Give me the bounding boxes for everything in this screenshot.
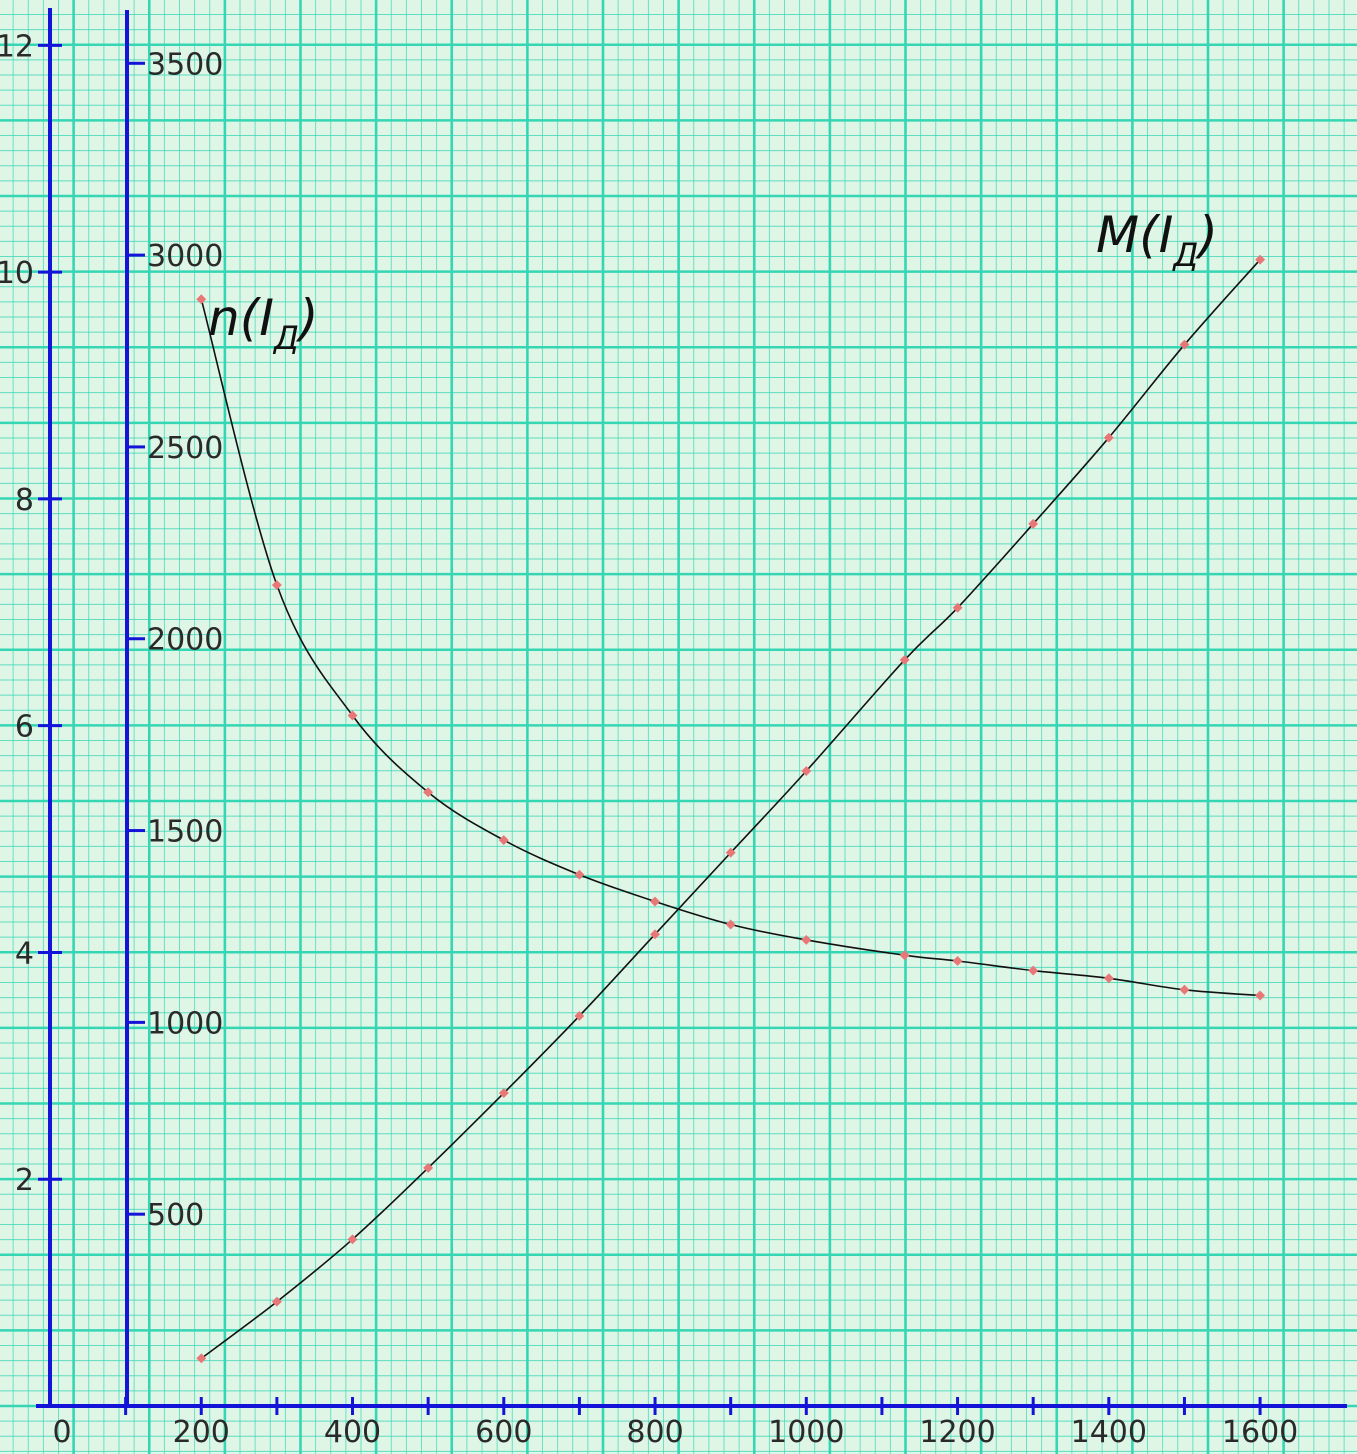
y-right-tick-label: 500 [147,1198,204,1233]
x-tick-label: 1200 [919,1415,995,1450]
series-0-point [271,580,282,590]
y-left-tick-label: 12 [0,29,34,64]
y-left-tick-label: 6 [15,710,34,745]
y-left-tick-label: 10 [0,256,34,291]
x-tick-label: 1400 [1071,1415,1147,1450]
y-right-tick-label: 2500 [147,431,223,466]
y-left-tick-label: 4 [15,936,34,971]
x-tick-label: 200 [173,1415,230,1450]
series-0-point [801,934,812,945]
ticks: 0 200 400 600 800 1000 1200 1400 1600 2 4 6 8 10 12 500… [0,29,1298,1450]
x-tick-label: 800 [626,1415,683,1450]
curve-labels: n(IД) M(IД) [208,206,1218,357]
x-tick-label: 400 [324,1415,381,1450]
series-1-point [347,1234,358,1245]
series-1-point [498,1088,509,1099]
y-right-tick-label: 2000 [147,623,223,658]
y-right-tick-label: 3000 [147,239,223,274]
series-1-point [725,847,736,858]
series-1-point [271,1296,282,1307]
x-tick-label: 0 [52,1415,71,1450]
series-1-point [801,766,812,776]
series-0-point [498,835,509,846]
x-tick-label: 1000 [768,1415,844,1450]
x-tick-label: 600 [475,1415,532,1450]
series-0-point [1103,973,1114,984]
y-left-tick-label: 2 [15,1163,34,1198]
series-1-point [1103,432,1114,443]
series-1-point [1179,339,1190,350]
y-left-tick-label: 8 [15,483,34,518]
series-0-point [725,919,736,930]
series-0-curve [200,298,1261,997]
series-1-point [952,602,963,613]
series-1-point [650,929,660,940]
axes [36,8,1347,1408]
y-right-tick-label: 1500 [147,815,223,850]
series-0-point [347,710,358,721]
series-0-point [1028,965,1039,976]
series-0-point [952,956,963,966]
label-m-curve: M(IД) [1096,206,1218,274]
series-0-point [650,896,660,907]
series-0-point [196,294,207,305]
label-n-curve: n(IД) [208,289,318,357]
y-right-tick-label: 1000 [147,1006,223,1041]
x-tick-label: 1600 [1222,1415,1298,1450]
y-right-tick-label: 3500 [147,47,223,82]
